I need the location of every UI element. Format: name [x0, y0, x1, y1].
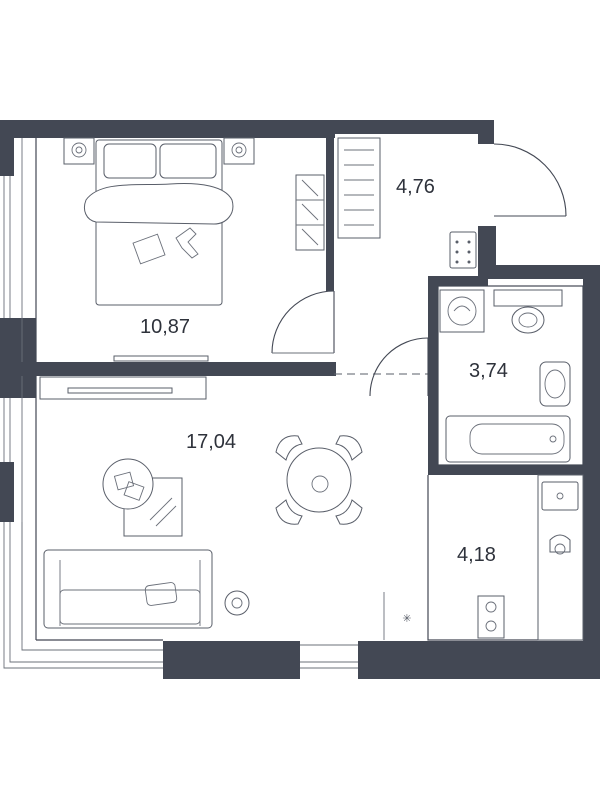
bedroom-hall-partition	[326, 136, 334, 291]
bathtub-inner	[469, 423, 565, 455]
top-wall-right-stub	[478, 120, 494, 144]
toy-icon	[175, 227, 199, 259]
electric-panel	[449, 231, 477, 269]
bathroom-area-label: 3,74	[469, 360, 508, 382]
bedroom-door-swing	[271, 290, 335, 354]
left-windows	[3, 138, 163, 669]
burner-icon	[485, 620, 497, 632]
bedroom-furniture	[63, 137, 335, 362]
living-furniture: ✳	[39, 376, 412, 640]
lamp-left-icon	[71, 142, 87, 158]
washing-machine	[439, 289, 485, 333]
floor-lamp-icon	[224, 590, 250, 616]
right-outer-wall	[583, 265, 600, 667]
pillow-right	[159, 143, 217, 179]
bathroom-door-swing	[369, 337, 429, 397]
top-wall-right	[333, 120, 493, 134]
sink-icon	[544, 369, 566, 399]
nightstand-left	[63, 137, 95, 165]
left-wall-top	[0, 120, 14, 176]
walls	[0, 120, 600, 679]
decor-icon	[311, 475, 329, 493]
book-icon	[132, 233, 166, 265]
tv-bedroom	[113, 355, 209, 362]
living-area-label: 17,04	[186, 431, 236, 453]
chair-3	[275, 499, 303, 525]
bottom-wall-left	[163, 641, 300, 679]
bedroom-bottom-wall	[36, 362, 336, 376]
sofa	[43, 549, 213, 629]
left-wall-middle	[0, 318, 36, 398]
bottom-window	[300, 644, 358, 669]
chair-1	[275, 435, 303, 461]
cushion	[144, 582, 178, 606]
hall-furniture	[334, 137, 567, 375]
bath-top-wall	[428, 276, 488, 286]
top-wall-left	[0, 120, 335, 138]
bedroom-bottom-corner	[326, 362, 334, 376]
kitchen-furniture	[427, 474, 584, 641]
bottom-wall-right	[358, 641, 600, 679]
washer-drum-icon	[447, 296, 477, 326]
hall-area-label: 4,76	[396, 176, 435, 198]
bath-bottom-wall	[428, 465, 584, 475]
dining-table	[286, 447, 352, 513]
right-step-wall	[478, 265, 600, 279]
tv-living	[67, 387, 173, 394]
hall-closet	[337, 137, 381, 239]
lamp-right-icon	[231, 142, 247, 158]
toilet-tank	[493, 289, 563, 307]
dishwasher-icon	[549, 534, 571, 553]
chair-2	[335, 435, 363, 461]
nightstand-right	[223, 137, 255, 165]
bathtub	[445, 415, 571, 463]
pillow-left	[103, 143, 157, 179]
bath-left-wall	[428, 276, 438, 474]
sparkle-icon: ✳	[402, 612, 411, 625]
entrance-door-swing	[493, 143, 567, 217]
chair-4	[335, 499, 363, 525]
burner-icon	[485, 601, 497, 613]
left-wall-lower	[0, 462, 14, 522]
area-labels: 10,87 4,76 3,74 17,04 4,18	[140, 176, 508, 566]
bedroom-area-label: 10,87	[140, 316, 190, 338]
kitchen-sink	[541, 481, 579, 511]
bathroom-inner	[437, 285, 584, 466]
blanket-fold	[83, 183, 234, 225]
hall-right-wall	[478, 226, 496, 276]
kitchen-area-label: 4,18	[457, 544, 496, 566]
sink	[539, 361, 571, 407]
toilet-icon	[511, 306, 545, 334]
bathroom-furniture	[369, 285, 584, 466]
